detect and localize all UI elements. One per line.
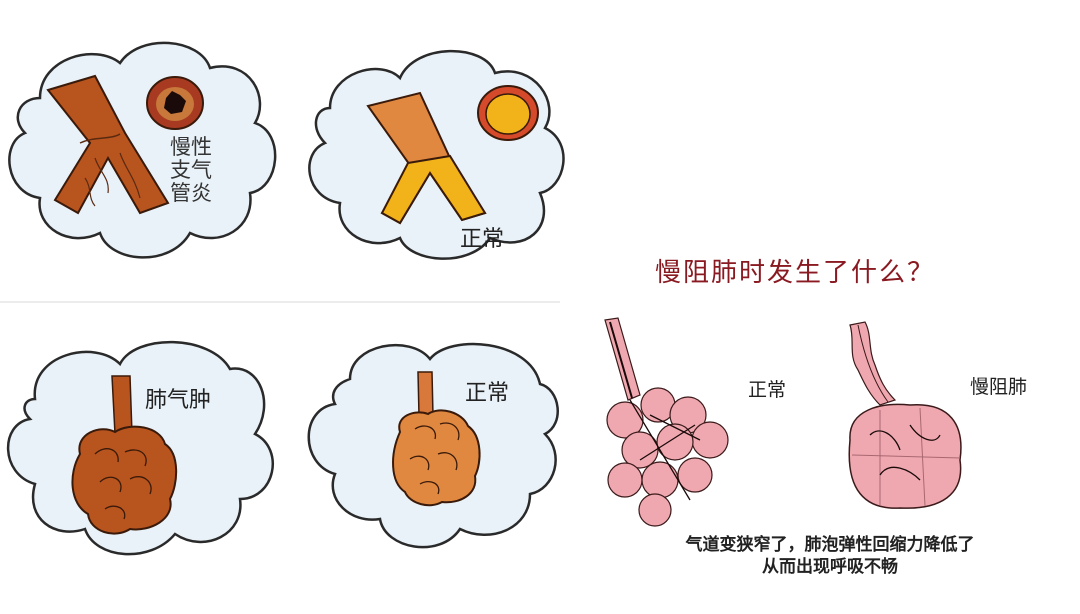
normal-bronchus-panel: 正常 <box>290 28 570 278</box>
emphysema-alveoli-icon <box>71 375 178 535</box>
copd-explanation: 慢阻肺时发生了什么？ 正常 慢阻肺 气道变狭窄了，肺泡弹性回缩力降低了 从而出现… <box>580 240 1080 614</box>
normal-alveoli-panel: 正常 <box>290 304 580 604</box>
copd-label: 慢阻肺 <box>970 376 1028 398</box>
normal-bronchus-label: 正常 <box>460 227 505 252</box>
normal-label: 正常 <box>748 379 787 401</box>
caption-line-1: 气道变狭窄了，肺泡弹性回缩力降低了 <box>685 535 975 555</box>
label-line: 支气 <box>170 158 212 182</box>
emphysema-label: 肺气肿 <box>145 388 212 413</box>
bronchitis-panel: 慢性 支气 管炎 <box>0 28 290 278</box>
divider-line <box>0 301 560 303</box>
normal-alveoli-icon <box>392 371 481 507</box>
normal-alveolar-sac-icon <box>604 317 729 527</box>
bottom-illustrations: 肺气肿 正常 <box>0 304 560 604</box>
inflamed-bronchus-icon <box>46 74 204 215</box>
page-title: 慢阻肺时发生了什么？ <box>655 258 936 288</box>
copd-alveolar-sac-icon <box>848 321 962 509</box>
normal-alveoli-label: 正常 <box>465 381 510 406</box>
label-line: 慢性 <box>170 135 212 159</box>
bronchitis-label: 慢性 支气 管炎 <box>170 136 220 205</box>
normal-bronchus-icon <box>366 85 539 225</box>
label-line: 管炎 <box>170 181 212 205</box>
top-illustrations: 慢性 支气 管炎 正常 <box>0 28 565 300</box>
caption-line-2: 从而出现呼吸不畅 <box>762 557 898 577</box>
emphysema-panel: 肺气肿 <box>0 304 290 604</box>
